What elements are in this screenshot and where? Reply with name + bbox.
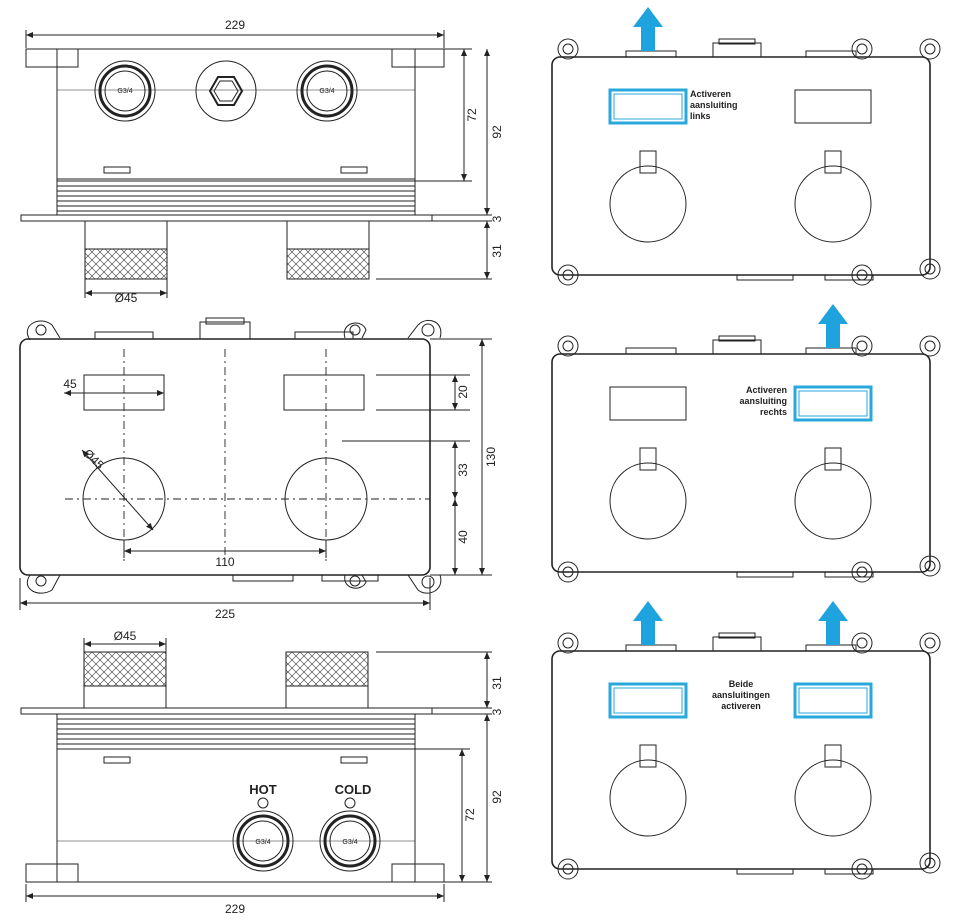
spacing-label: 110 bbox=[215, 555, 234, 569]
variant-label-line: links bbox=[690, 111, 711, 121]
knob-right bbox=[794, 462, 872, 540]
mount-foot-right bbox=[391, 48, 445, 68]
slot-right bbox=[793, 682, 873, 719]
bottom-knob-diameter-label: Ø45 bbox=[114, 629, 137, 643]
knob-left bbox=[609, 759, 687, 837]
variant-label-line: rechts bbox=[760, 407, 787, 417]
cold-thread-label: G3/4 bbox=[342, 839, 357, 846]
knob-left-collar bbox=[84, 220, 168, 250]
mount-foot-left bbox=[25, 48, 79, 68]
front-slot-right bbox=[283, 374, 365, 411]
bottom-knob-left-knurl bbox=[83, 651, 167, 687]
variant-label-line: Activeren bbox=[746, 385, 787, 395]
bottom-knob-right-collar bbox=[285, 685, 369, 709]
top-plate-label: 3 bbox=[490, 215, 504, 222]
bottom-width-label: 229 bbox=[225, 902, 245, 916]
knob-left-knurl bbox=[84, 248, 168, 280]
top-inner-height-label: 72 bbox=[465, 108, 479, 122]
top-view bbox=[20, 30, 492, 298]
centerlines bbox=[65, 349, 430, 565]
bottom-view bbox=[20, 638, 492, 902]
slot-right bbox=[794, 89, 872, 124]
up-arrow-icon bbox=[633, 601, 663, 645]
knob-right bbox=[794, 759, 872, 837]
port-right-outer bbox=[296, 60, 358, 122]
front-width-label: 225 bbox=[215, 607, 235, 621]
thread-label-right: G3/4 bbox=[319, 88, 334, 95]
body-outline bbox=[56, 48, 416, 180]
variant-label-line: activeren bbox=[721, 701, 761, 711]
knob-right bbox=[794, 165, 872, 243]
front-view-text: 45 Ø45 110 225 20 33 40 130 bbox=[63, 377, 498, 621]
bottom-view-text: Ø45 HOT COLD G3/4 G3/4 229 31 3 72 92 bbox=[114, 629, 504, 916]
bottom-thread-lines bbox=[56, 714, 416, 749]
front-body bbox=[19, 338, 431, 576]
slot-height-label: 20 bbox=[456, 385, 470, 399]
knob-left bbox=[609, 165, 687, 243]
thread-lines bbox=[56, 179, 416, 215]
front-height-label: 130 bbox=[484, 447, 498, 467]
hex-nut bbox=[195, 60, 257, 122]
bottom-plate bbox=[20, 707, 433, 715]
port-left-outer bbox=[94, 60, 156, 122]
variant-label-line: aansluiting bbox=[739, 396, 787, 406]
hot-label: HOT bbox=[249, 782, 277, 797]
top-view-text: 229 G3/4 G3/4 Ø45 72 92 3 31 bbox=[115, 18, 504, 305]
cold-indicator-dot bbox=[344, 797, 356, 809]
top-knob-diameter-label: Ø45 bbox=[115, 291, 138, 305]
bottom-total-height-label: 92 bbox=[490, 790, 504, 804]
bottom-knob-right-knurl bbox=[285, 651, 369, 687]
top-total-height-label: 92 bbox=[490, 125, 504, 139]
knob-right-knurl bbox=[286, 248, 370, 280]
top-knob-height-label: 31 bbox=[490, 244, 504, 258]
variant-label-line: Beide bbox=[729, 679, 754, 689]
variant-label-line: aansluitingen bbox=[712, 690, 770, 700]
bottom-knob-height-label: 31 bbox=[490, 676, 504, 690]
up-arrow-icon bbox=[818, 304, 848, 348]
up-arrow-icon bbox=[818, 601, 848, 645]
knob-right-collar bbox=[286, 220, 370, 250]
top-width-label: 229 bbox=[225, 18, 245, 32]
slot-width-label: 45 bbox=[63, 377, 77, 391]
bottom-plate-label: 3 bbox=[490, 708, 504, 715]
cold-label: COLD bbox=[335, 782, 372, 797]
bottom-knob-left-collar bbox=[83, 685, 167, 709]
variant-label-line: Activeren bbox=[690, 89, 731, 99]
mounting-tabs bbox=[27, 320, 442, 594]
cold-port bbox=[319, 810, 381, 872]
hot-port bbox=[232, 810, 294, 872]
bottom-inner-height-label: 72 bbox=[463, 808, 477, 822]
front-view bbox=[19, 317, 492, 610]
slot-right bbox=[793, 385, 873, 422]
hot-indicator-dot bbox=[257, 797, 269, 809]
slot-left bbox=[608, 682, 688, 719]
circle-diameter-label: Ø45 bbox=[81, 446, 107, 472]
slot-left bbox=[609, 386, 687, 421]
bottom-body bbox=[56, 748, 416, 883]
variant-body bbox=[551, 353, 931, 573]
up-arrow-icon bbox=[633, 7, 663, 51]
hot-thread-label: G3/4 bbox=[255, 839, 270, 846]
knob-left bbox=[609, 462, 687, 540]
slot-left bbox=[608, 88, 688, 125]
thread-label-left: G3/4 bbox=[117, 88, 132, 95]
front-plate bbox=[20, 214, 433, 222]
offset-lower-label: 40 bbox=[456, 530, 470, 544]
variant-label-line: aansluiting bbox=[690, 100, 738, 110]
offset-upper-label: 33 bbox=[456, 463, 470, 477]
